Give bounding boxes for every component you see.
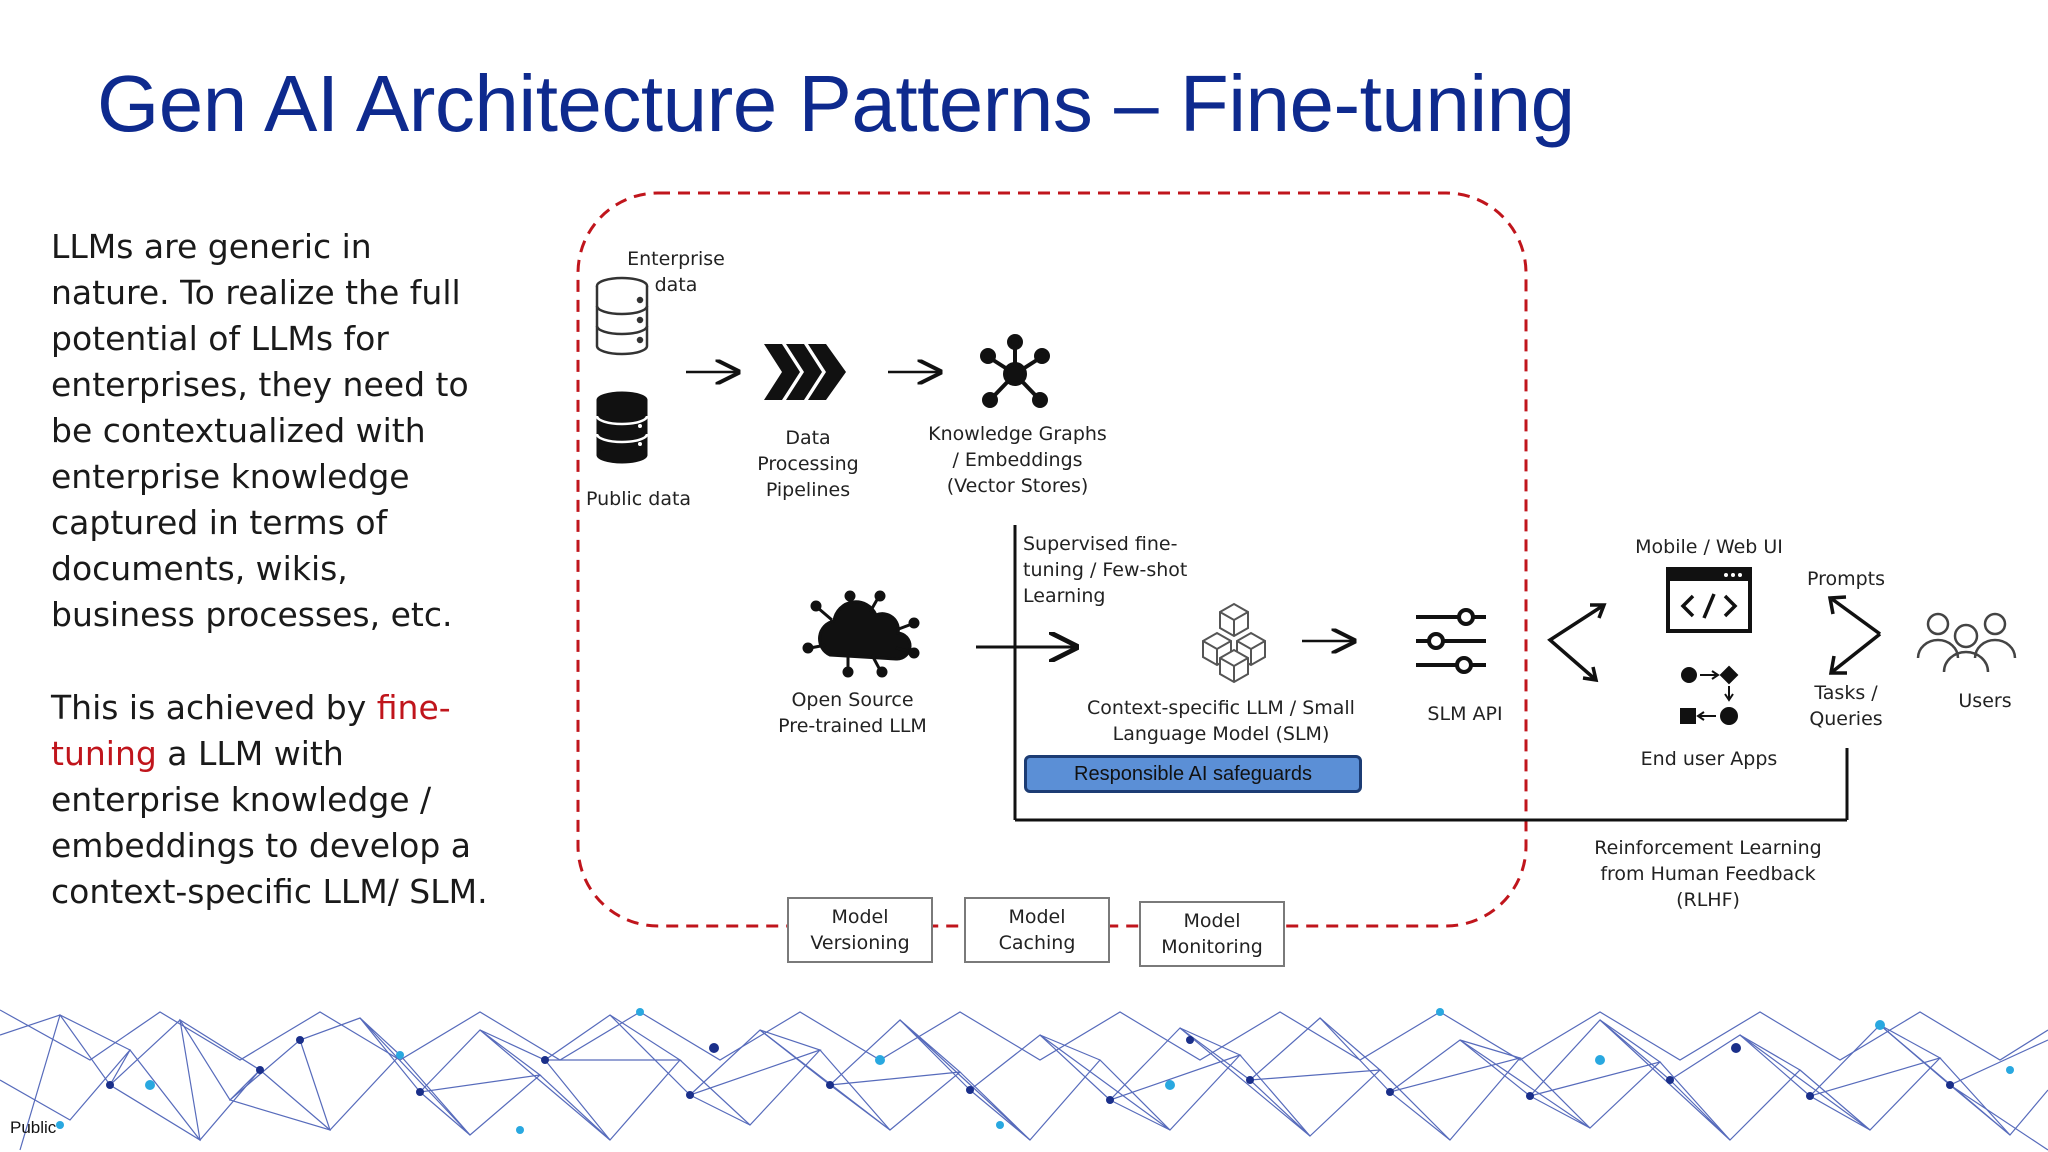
data-processing-label: Data Processing Pipelines xyxy=(757,427,859,501)
classification-label: Public xyxy=(10,1118,57,1137)
prompts-queries-arrows xyxy=(1827,595,1882,675)
model-monitoring-box: Model Monitoring xyxy=(1139,901,1285,967)
code-window-icon xyxy=(1666,567,1752,633)
model-monitoring-label: Model Monitoring xyxy=(1161,910,1263,958)
model-versioning-box: Model Versioning xyxy=(787,897,933,963)
api-apps-arrows xyxy=(1547,603,1607,683)
sliders-icon xyxy=(1416,608,1486,674)
end-user-apps-label: End user Apps xyxy=(1640,748,1778,770)
model-caching-label: Model Caching xyxy=(998,906,1076,954)
context-llm-label: Context-specific LLM / Small Language Mo… xyxy=(1087,697,1355,745)
users-label: Users xyxy=(1958,690,2012,712)
model-caching-box: Model Caching xyxy=(964,897,1110,963)
slm-api-label: SLM API xyxy=(1427,703,1503,725)
pipeline-chevrons-icon xyxy=(764,344,846,400)
responsible-ai-box: Responsible AI safeguards xyxy=(1024,755,1362,793)
finetuning-highlight: fine-tuning xyxy=(51,688,451,773)
network-nodes xyxy=(106,1036,1954,1104)
finetuning-text-before: This is achieved by xyxy=(51,688,377,727)
prompts-label: Prompts xyxy=(1806,568,1886,590)
public-data-label: Public data xyxy=(586,488,692,510)
enterprise-data-label: Enterprise data xyxy=(627,248,725,296)
database-outline-icon xyxy=(595,276,649,356)
cubes-icon xyxy=(1202,602,1266,684)
rlhf-label: Reinforcement Learning from Human Feedba… xyxy=(1594,837,1822,911)
database-filled-icon xyxy=(595,391,649,464)
supervised-label: Supervised fine-tuning / Few-shot Learni… xyxy=(1023,533,1188,607)
network-highlight-nodes xyxy=(56,1008,2014,1134)
mobile-web-label: Mobile / Web UI xyxy=(1635,536,1783,558)
intro-paragraph: LLMs are generic in nature. To realize t… xyxy=(51,227,469,634)
tasks-queries-label: Tasks / Queries xyxy=(1809,682,1883,730)
network-banner xyxy=(0,1009,2048,1151)
slide-title: Gen AI Architecture Patterns – Fine-tuni… xyxy=(97,59,1575,148)
finetuning-text-after: a LLM with enterprise knowledge / embedd… xyxy=(51,734,488,911)
model-versioning-label: Model Versioning xyxy=(810,906,910,954)
users-icon xyxy=(1916,612,2017,673)
finetuning-paragraph: This is achieved by fine-tuning a LLM wi… xyxy=(51,685,491,915)
cloud-ai-icon xyxy=(802,590,920,678)
open-source-llm-label: Open Source Pre-trained LLM xyxy=(778,689,927,737)
knowledge-graphs-label: Knowledge Graphs / Embeddings (Vector St… xyxy=(928,423,1107,497)
knowledge-graph-icon xyxy=(980,334,1050,408)
end-user-apps-icon xyxy=(1680,665,1739,725)
